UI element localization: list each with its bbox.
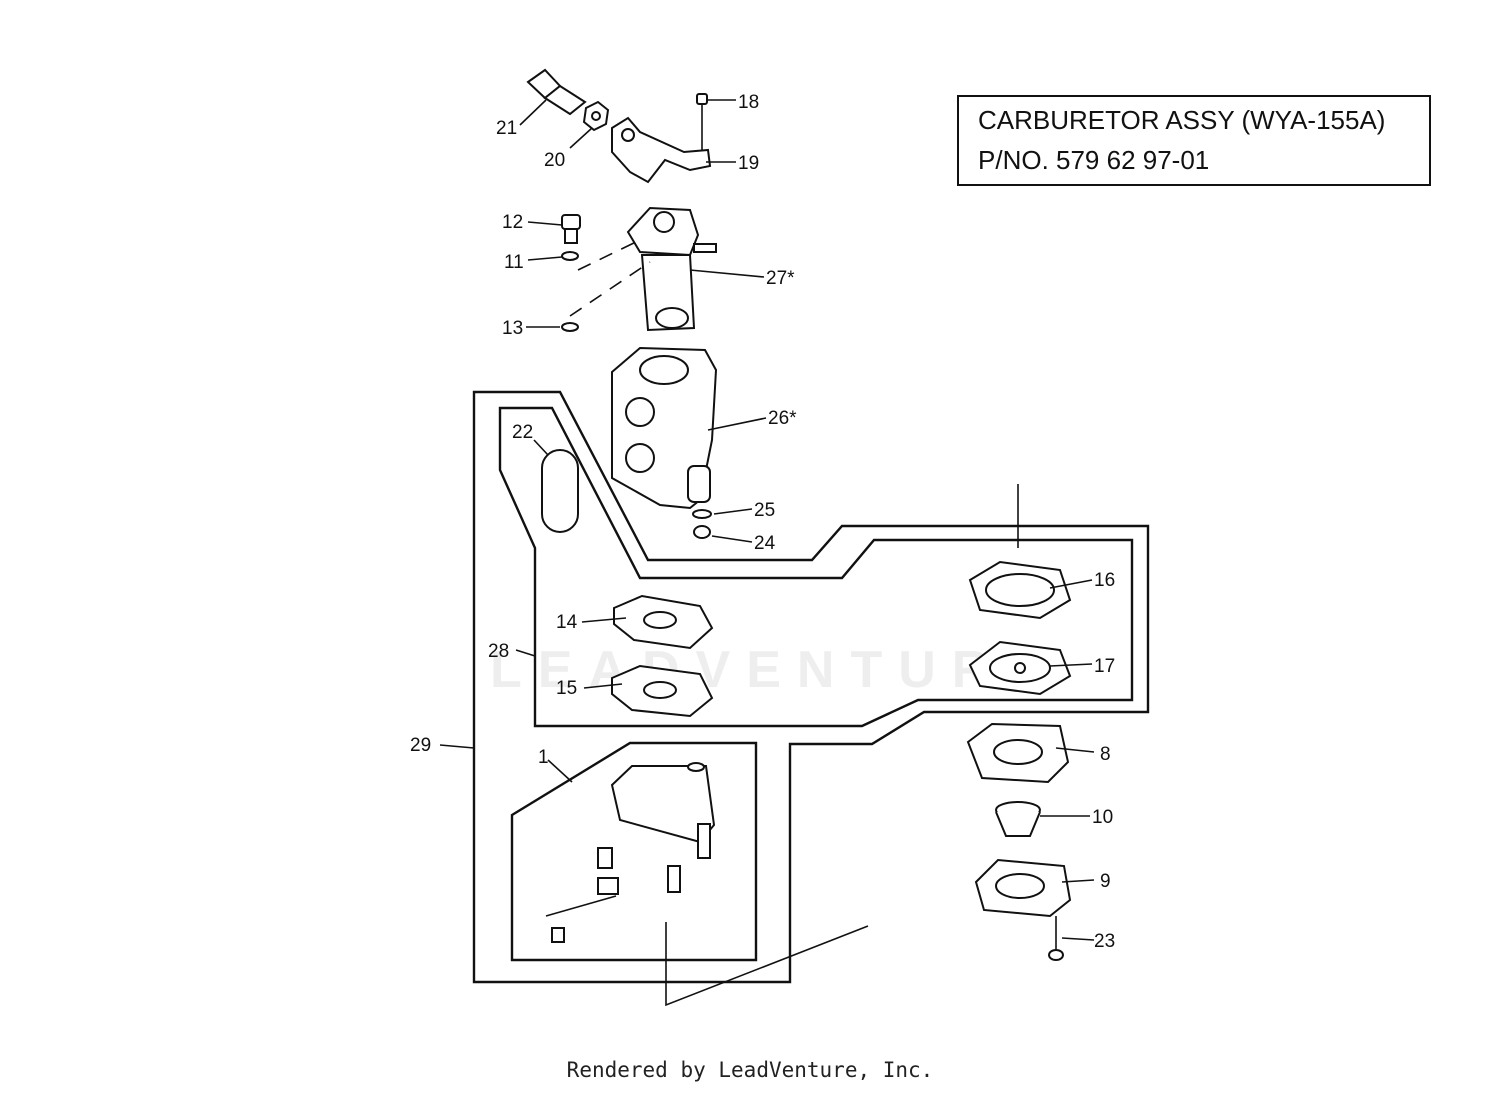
callout-12: 12 — [502, 212, 523, 233]
part-23-screw[interactable] — [1048, 916, 1064, 961]
part-21-fitting[interactable] — [526, 68, 587, 116]
callout-20: 20 — [544, 150, 565, 171]
callout-28: 28 — [488, 641, 509, 662]
callout-8: 8 — [1100, 744, 1111, 765]
callout-17: 17 — [1094, 656, 1115, 677]
part-26-carb-body[interactable] — [611, 346, 718, 510]
part-9-cover[interactable] — [974, 858, 1072, 918]
part-12-plug[interactable] — [561, 214, 581, 244]
part-8-cover[interactable] — [966, 722, 1070, 784]
leader-line — [569, 261, 651, 317]
part-16-gasket[interactable] — [968, 560, 1072, 620]
part-1-lower-body[interactable] — [545, 762, 716, 943]
part-10-cup[interactable] — [995, 801, 1041, 837]
part-27-upper-body[interactable] — [626, 206, 717, 332]
callout-16: 16 — [1094, 570, 1115, 591]
callout-9: 9 — [1100, 871, 1111, 892]
part-14-gasket[interactable] — [613, 594, 714, 650]
group-28-frame — [498, 406, 1134, 728]
callout-18: 18 — [738, 92, 759, 113]
callout-13: 13 — [502, 318, 523, 339]
part-22-gasket[interactable] — [541, 449, 579, 533]
leader-line — [665, 922, 869, 1007]
group-1-frame — [510, 741, 758, 962]
callout-11: 11 — [504, 252, 524, 273]
callout-19: 19 — [738, 153, 759, 174]
part-15-plate[interactable] — [611, 664, 714, 718]
callout-1: 1 — [538, 747, 549, 768]
part-18-screw[interactable] — [696, 93, 708, 150]
callout-24: 24 — [754, 533, 776, 554]
callouts: 21 20 18 19 12 11 27* 13 26* 22 25 24 16… — [410, 92, 1115, 952]
callout-14: 14 — [556, 612, 578, 633]
part-number: P/NO. 579 62 97-01 — [978, 145, 1210, 175]
callout-27: 27* — [766, 268, 795, 289]
leader-lines — [439, 99, 1095, 941]
part-20-nut[interactable] — [582, 100, 610, 132]
part-19-bracket[interactable] — [611, 116, 712, 184]
callout-25: 25 — [754, 500, 775, 521]
callout-10: 10 — [1092, 807, 1113, 828]
group-29-frame — [472, 390, 1150, 984]
callout-15: 15 — [556, 678, 577, 699]
callout-29: 29 — [410, 735, 431, 756]
title-box: CARBURETOR ASSY (WYA-155A) P/NO. 579 62 … — [957, 95, 1431, 186]
part-25-oring[interactable] — [692, 509, 712, 519]
callout-23: 23 — [1094, 931, 1115, 952]
watermark-text: LEADVENTURE — [490, 641, 1057, 699]
part-13-washer[interactable] — [561, 322, 579, 332]
footer-credit: Rendered by LeadVenture, Inc. — [566, 1058, 934, 1082]
part-24-plug[interactable] — [693, 525, 711, 539]
callout-26: 26* — [768, 408, 797, 429]
callout-21: 21 — [496, 118, 517, 139]
leader-line — [577, 239, 641, 271]
part-11-washer[interactable] — [561, 251, 579, 261]
assembly-title: CARBURETOR ASSY (WYA-155A) — [978, 105, 1386, 135]
part-17-diaphragm[interactable] — [968, 640, 1072, 696]
callout-22: 22 — [512, 422, 533, 443]
